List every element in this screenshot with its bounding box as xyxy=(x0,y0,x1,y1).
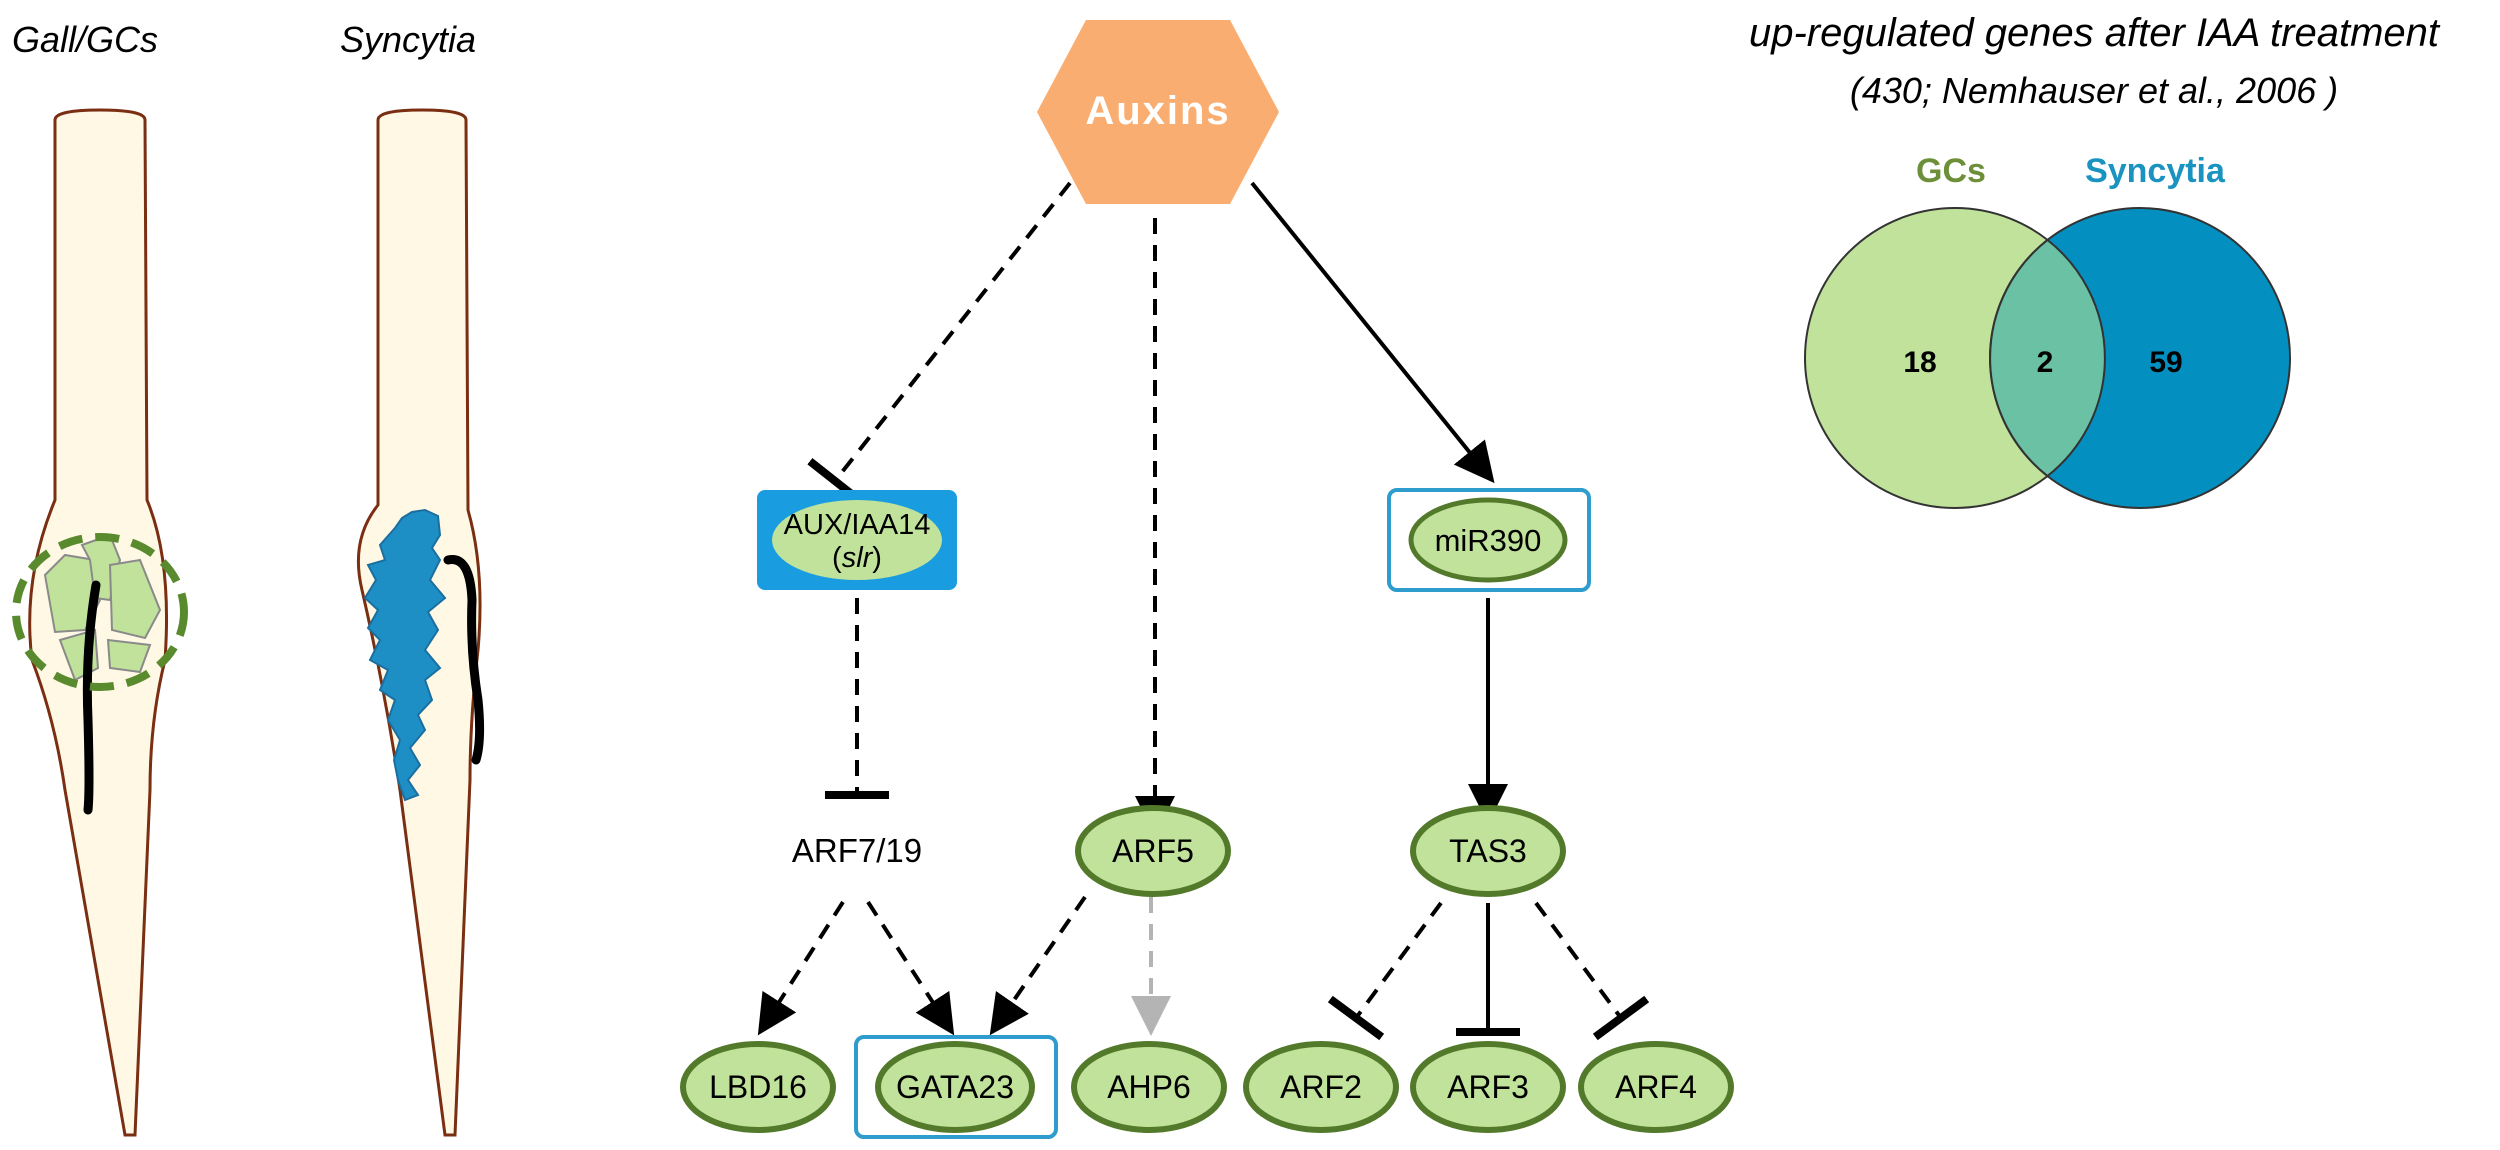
arf2-label: ARF2 xyxy=(1280,1069,1362,1105)
venn-set-b-label: Syncytia xyxy=(2085,152,2226,190)
auxiaa14-node: AUX/IAA14 (slr) xyxy=(757,490,957,590)
arf2-node: ARF2 xyxy=(1243,1041,1399,1133)
arf3-node: ARF3 xyxy=(1410,1041,1566,1133)
edge-arf719-gata23 xyxy=(866,900,955,1036)
arf5-ellipse xyxy=(1075,805,1231,897)
nematode-gall xyxy=(82,580,101,815)
auxins-label: Auxins xyxy=(1085,89,1230,133)
edge-auxins-auxiaa14 xyxy=(807,181,1072,504)
edge-auxins-mir390 xyxy=(1250,181,1495,484)
arf4-ellipse xyxy=(1578,1041,1734,1133)
gall-outline-dashed xyxy=(12,533,188,691)
arf719-label: ARF7/19 xyxy=(792,832,922,869)
nematode-syncytia xyxy=(443,555,485,765)
ahp6-label: AHP6 xyxy=(1107,1069,1191,1105)
arf4-label: ARF4 xyxy=(1615,1069,1697,1105)
arf2-ellipse xyxy=(1243,1041,1399,1133)
edge-arf719-lbd16 xyxy=(757,900,845,1036)
root-panel-gall: Gall/GCs xyxy=(12,19,188,1137)
edge-tas3-arf2 xyxy=(1327,901,1443,1041)
auxiaa14-line1: AUX/IAA14 xyxy=(784,509,931,541)
venn-set-a-count: 18 xyxy=(1903,346,1936,379)
root-panel-syncytia: Syncytia xyxy=(340,19,485,1137)
edge-arf5-gata23 xyxy=(989,895,1087,1036)
lbd16-node: LBD16 xyxy=(680,1041,836,1133)
arf5-label: ARF5 xyxy=(1112,833,1194,869)
gata23-label: GATA23 xyxy=(896,1069,1014,1105)
tas3-ellipse xyxy=(1410,805,1566,897)
venn-overlap-count: 2 xyxy=(2037,346,2054,379)
ahp6-node: AHP6 xyxy=(1071,1041,1227,1133)
mir390-ellipse xyxy=(1408,497,1568,583)
gall-label: Gall/GCs xyxy=(12,19,158,60)
venn-subtitle: (430; Nemhauser et al., 2006 ) xyxy=(1850,70,2338,111)
network: Auxins AUX/IAA14 (slr) miR390 ARF7/19 AR… xyxy=(680,20,1734,1139)
tas3-label: TAS3 xyxy=(1449,833,1527,869)
arf5-node: ARF5 xyxy=(1075,805,1231,897)
venn-set-b-count: 59 xyxy=(2149,346,2182,379)
syncytium-shape xyxy=(363,508,447,802)
edge-tas3-arf4 xyxy=(1534,901,1650,1041)
ahp6-ellipse xyxy=(1071,1041,1227,1133)
auxiaa14-line2: (slr) xyxy=(832,542,882,574)
tas3-node: TAS3 xyxy=(1410,805,1566,897)
arf4-node: ARF4 xyxy=(1578,1041,1734,1133)
venn-set-a-label: GCs xyxy=(1916,152,1986,190)
hexagon-shape xyxy=(1037,20,1279,204)
venn-title: up-regulated genes after IAA treatment xyxy=(1749,11,2441,55)
mir390-label: miR390 xyxy=(1435,523,1542,558)
auxiaa14-ellipse xyxy=(772,500,942,580)
mir390-node: miR390 xyxy=(1387,488,1591,592)
root-gall-illustration xyxy=(28,108,169,1137)
venn-diagram: up-regulated genes after IAA treatment (… xyxy=(1749,11,2441,509)
venn-overlap-region xyxy=(1989,238,2106,478)
arf3-ellipse xyxy=(1410,1041,1566,1133)
gata23-ellipse xyxy=(875,1041,1035,1133)
syncytia-label: Syncytia xyxy=(340,19,476,60)
lbd16-label: LBD16 xyxy=(709,1069,807,1105)
arf3-label: ARF3 xyxy=(1447,1069,1529,1105)
gata23-node: GATA23 xyxy=(854,1035,1058,1139)
auxins-node: Auxins xyxy=(1037,20,1279,204)
lbd16-ellipse xyxy=(680,1041,836,1133)
